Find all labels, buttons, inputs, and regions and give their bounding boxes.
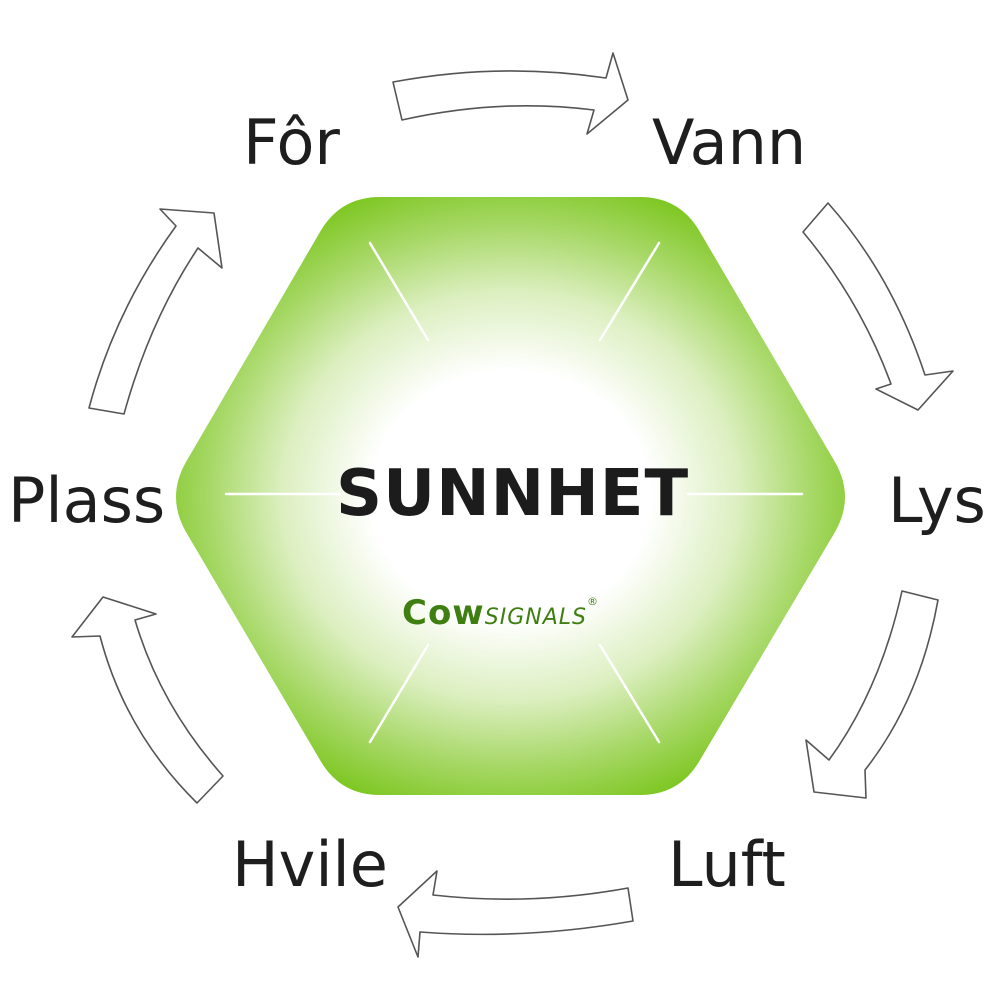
logo-registered-mark: ®: [586, 595, 598, 608]
arrow-luft-to-hvile: [397, 870, 634, 958]
logo-brand-primary: Cow: [402, 593, 485, 633]
center-hexagon: [176, 197, 845, 795]
logo-brand-secondary: SIGNALS: [484, 605, 587, 630]
cowsignals-logo: CowSIGNALS®: [402, 596, 598, 630]
arrow-plass-to-for: [88, 208, 223, 415]
spoke-bottom-left: [368, 643, 430, 744]
spoke-bottom-right: [598, 643, 661, 744]
arrow-vann-to-lys: [802, 202, 954, 411]
node-label-for: Fôr: [243, 106, 340, 179]
spoke-top-right: [598, 241, 661, 342]
node-label-hvile: Hvile: [232, 828, 388, 901]
node-label-plass: Plass: [8, 464, 166, 537]
node-label-vann: Vann: [652, 106, 807, 179]
hexagon-spokes: [224, 241, 804, 744]
node-label-lys: Lys: [888, 464, 986, 537]
center-title: SUNNHET: [336, 457, 690, 531]
arrow-lys-to-luft: [805, 590, 939, 799]
arrow-hvile-to-plass: [71, 596, 224, 804]
node-label-luft: Luft: [668, 828, 786, 901]
spoke-top-left: [368, 241, 430, 342]
arrow-for-to-vann: [392, 52, 629, 135]
